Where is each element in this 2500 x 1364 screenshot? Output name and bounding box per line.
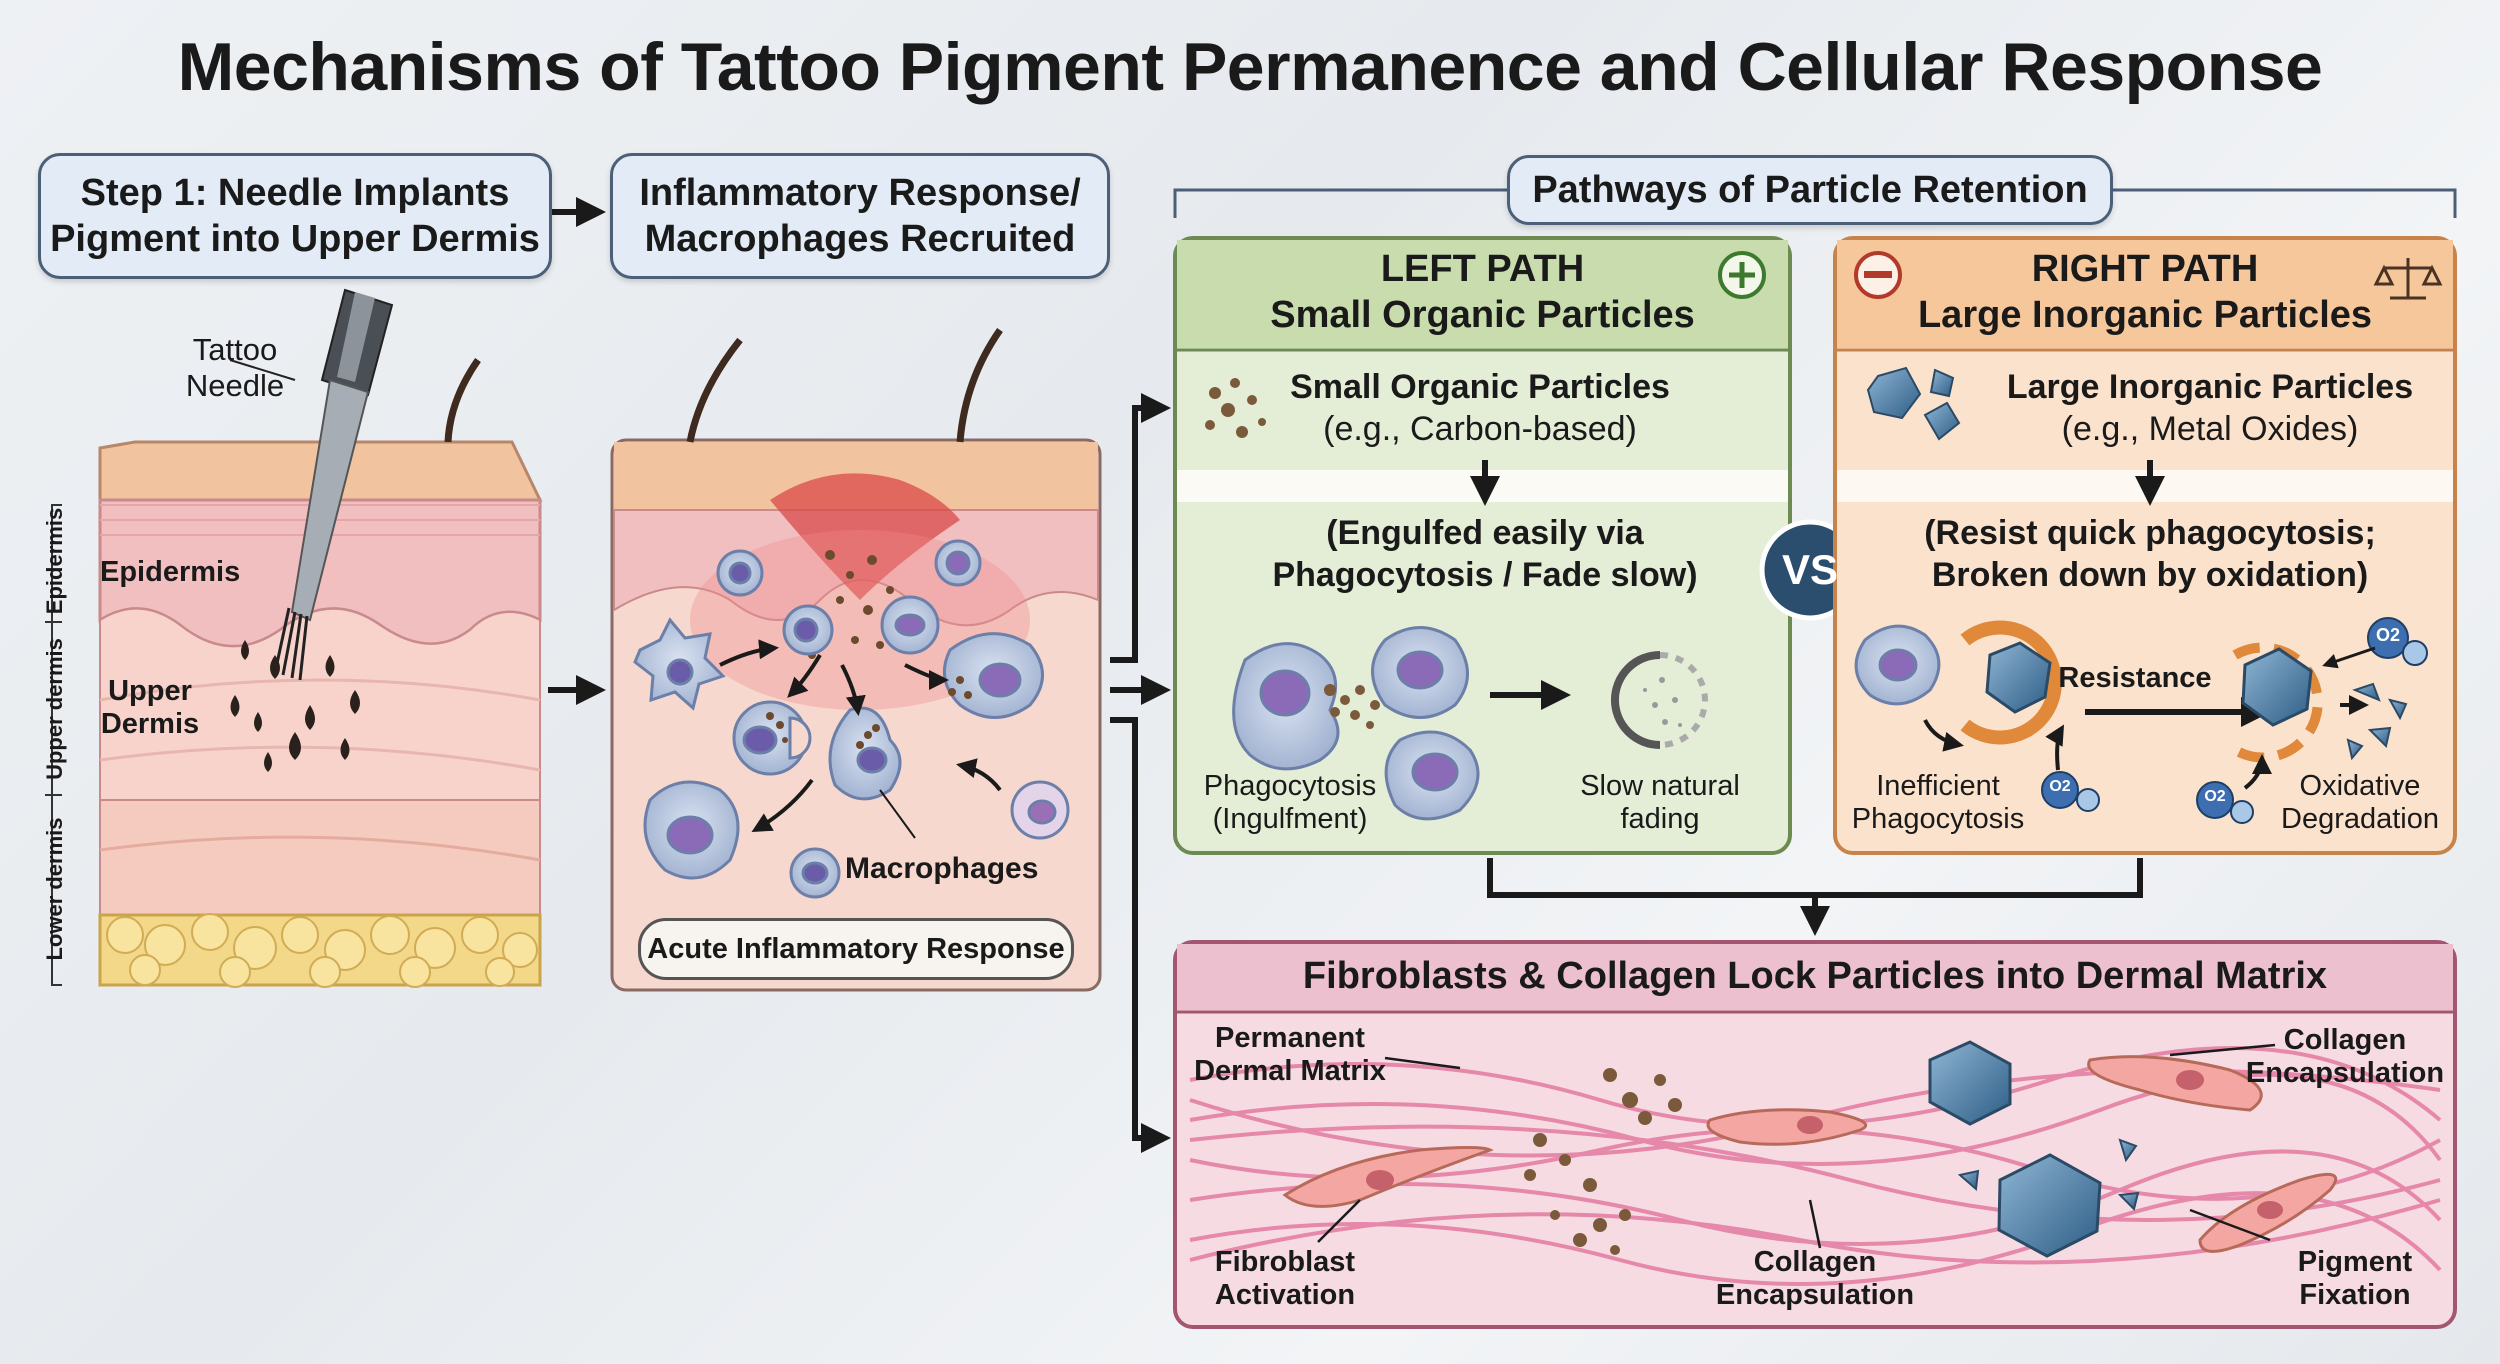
- left-sub-example: (e.g., Carbon-based): [1323, 410, 1637, 448]
- page-title: Mechanisms of Tattoo Pigment Permanence …: [177, 29, 2323, 105]
- slow-fading-label: Slow natural fading: [1580, 770, 1740, 835]
- left-mechanism: (Engulfed easily via Phagocytosis / Fade…: [1272, 514, 1698, 594]
- needle-label: Tattoo Needle: [185, 332, 285, 403]
- left-path-title: LEFT PATH Small Organic Particles: [1177, 246, 1788, 338]
- permanent-matrix-label: Permanent Dermal Matrix: [1194, 1022, 1386, 1087]
- right-path-title-line2: Large Inorganic Particles: [1917, 294, 2373, 336]
- pathways-heading: Pathways of Particle Retention: [1507, 155, 2113, 225]
- fibroblast-heading: Fibroblasts & Collagen Lock Particles in…: [1302, 955, 2328, 997]
- upper-dermis-label: Upper Dermis: [100, 675, 200, 740]
- tattoo-needle-graphic: [229, 288, 394, 681]
- o2-molecule-label-1: O2: [2375, 625, 2400, 645]
- right-path-title: RIGHT PATH Large Inorganic Particles: [1837, 246, 2453, 338]
- right-path-title-line1: RIGHT PATH: [2031, 248, 2259, 290]
- step1-heading: Step 1: Needle Implants Pigment into Upp…: [38, 153, 552, 279]
- side-label-epidermis: Epidermis: [42, 507, 67, 615]
- left-path-title-line2: Small Organic Particles: [1270, 294, 1695, 336]
- right-path-panel: [1833, 236, 2457, 855]
- side-label-upper-dermis: Upper dermis: [42, 638, 67, 780]
- side-label-lower-dermis: Lower dermis: [42, 817, 67, 961]
- right-sub-example: (e.g., Metal Oxides): [2061, 410, 2359, 448]
- collagen-encapsulation-bottom-label: Collagen Encapsulation: [1715, 1246, 1915, 1311]
- phagocytosis-label: Phagocytosis (Ingulfment): [1203, 770, 1377, 835]
- fibroblast-panel: [1173, 940, 2457, 1329]
- inefficient-phagocytosis-label: Inefficient Phagocytosis: [1851, 770, 2025, 835]
- acute-inflammation-badge: Acute Inflammatory Response: [638, 918, 1074, 980]
- vs-text: VS: [1781, 546, 1839, 593]
- resistance-label: Resistance: [2058, 662, 2212, 694]
- pigment-fixation-label: Pigment Fixation: [2297, 1246, 2413, 1311]
- skin-cross-section-2: [610, 327, 1102, 992]
- left-sub-title: Small Organic Particles: [1290, 368, 1670, 406]
- skin-cross-section-1: [45, 357, 543, 988]
- collagen-encapsulation-top-label: Collagen Encapsulation: [2245, 1024, 2445, 1089]
- inflammation-heading: Inflammatory Response/ Macrophages Recru…: [610, 153, 1110, 279]
- right-mechanism: (Resist quick phagocytosis; Broken down …: [1924, 514, 2376, 594]
- epidermis-label: Epidermis: [100, 556, 241, 588]
- o2-molecule-label-2: O2: [2049, 778, 2071, 795]
- left-path-panel: [1173, 236, 1792, 855]
- ink-droplets: [230, 640, 360, 772]
- branch-arrows: [1110, 393, 1171, 1153]
- oxidative-degradation-label: Oxidative Degradation: [2281, 770, 2439, 835]
- left-path-title-line1: LEFT PATH: [1380, 248, 1585, 290]
- right-sub-title: Large Inorganic Particles: [2006, 368, 2414, 406]
- macrophages-label: Macrophages: [845, 852, 1039, 885]
- fibroblast-activation-label: Fibroblast Activation: [1214, 1246, 1356, 1311]
- o2-molecule-label-3: O2: [2204, 788, 2226, 805]
- merge-arrows: [1487, 858, 2143, 936]
- pathways-bracket: [1173, 188, 2457, 218]
